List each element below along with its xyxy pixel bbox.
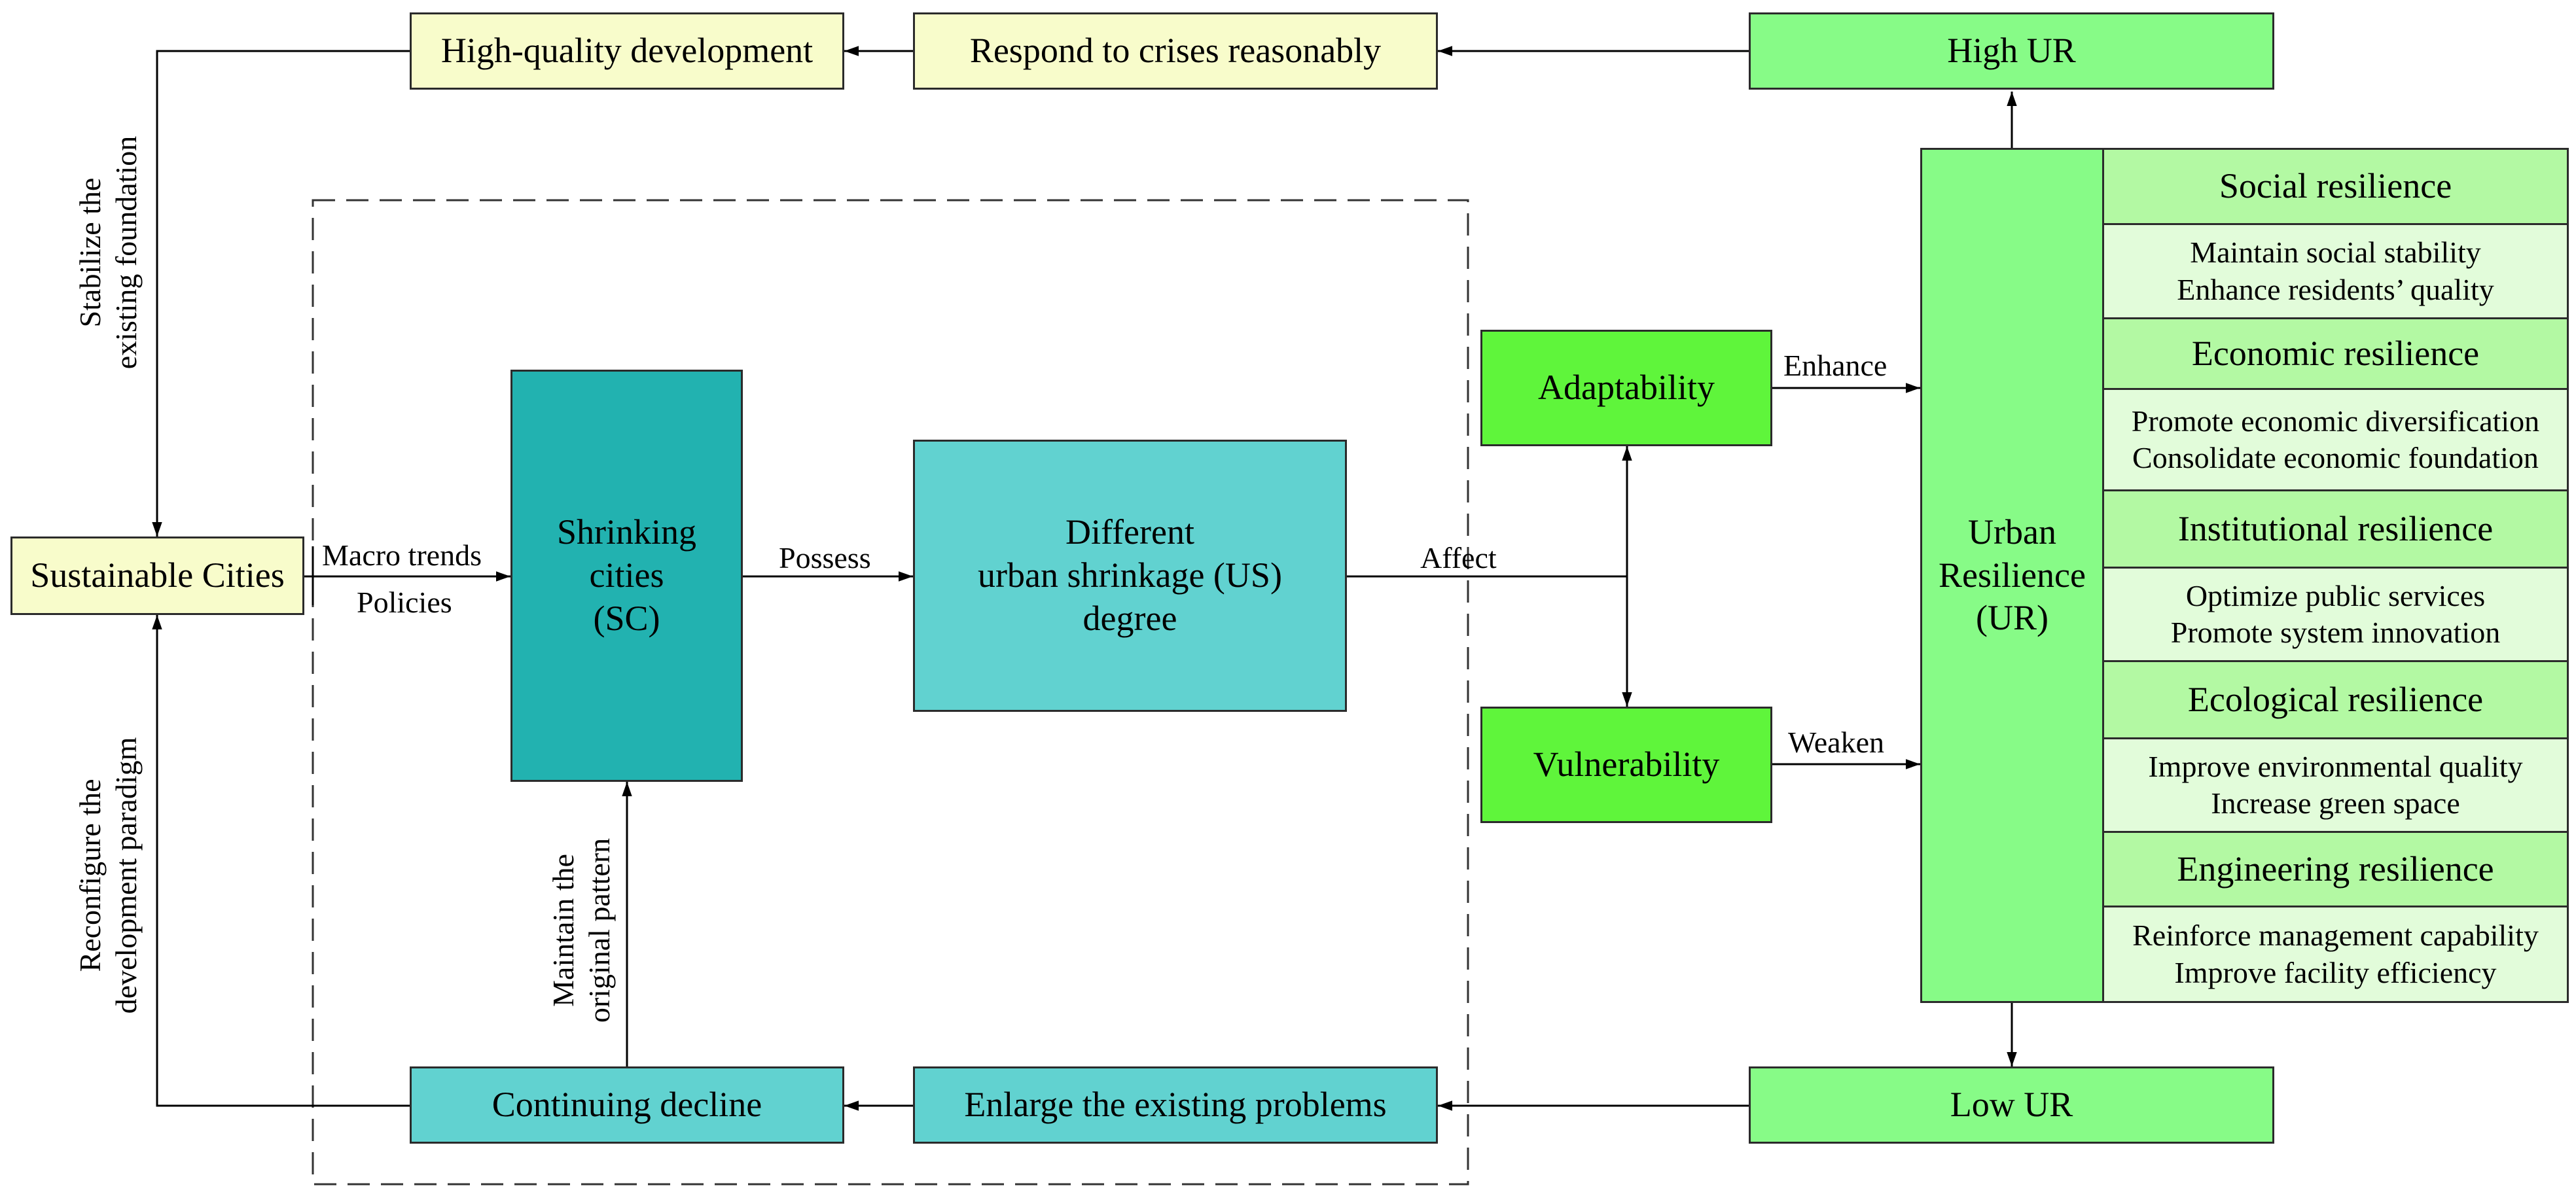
low-ur-label: Low UR	[1950, 1085, 2073, 1125]
stabilize-foundation-label: Stabilize the existing foundation	[73, 135, 143, 370]
macro-trends-label: Macro trends	[322, 538, 482, 572]
dashed-group-boundary	[312, 199, 1469, 1186]
economic-resilience-title: Economic resilience	[2102, 317, 2569, 390]
high-ur-box: High UR	[1749, 12, 2274, 90]
policies-label: Policies	[357, 586, 452, 619]
list-item: Improve facility efficiency	[2174, 955, 2497, 989]
respond-to-crises-label: Respond to crises reasonably	[969, 31, 1382, 71]
vulnerability-box: Vulnerability	[1480, 707, 1772, 823]
arrow-highquality-to-sustainable	[152, 50, 410, 536]
list-item: Improve environmental quality	[2148, 749, 2523, 783]
urban-resilience-box: Urban Resilience (UR)	[1920, 148, 2104, 1003]
list-item: Optimize public services	[2185, 578, 2486, 612]
respond-to-crises-box: Respond to crises reasonably	[913, 12, 1438, 90]
economic-resilience-items: Promote economic diversification Consoli…	[2102, 388, 2569, 491]
enlarge-problems-box: Enlarge the existing problems	[913, 1066, 1438, 1144]
sustainable-cities-label: Sustainable Cities	[30, 555, 285, 595]
ecological-resilience-items: Improve environmental quality Increase g…	[2102, 737, 2569, 833]
vulnerability-label: Vulnerability	[1533, 745, 1720, 784]
social-resilience-title: Social resilience	[2102, 148, 2569, 225]
list-item: Consolidate economic foundation	[2132, 441, 2539, 474]
engineering-resilience-title: Engineering resilience	[2102, 831, 2569, 907]
engineering-resilience-items: Reinforce management capability Improve …	[2102, 906, 2569, 1003]
arrow-decline-to-sustainable	[152, 615, 410, 1107]
maintain-pattern-label: Maintain the original pattern	[546, 837, 616, 1023]
list-item: Increase green space	[2211, 786, 2460, 820]
adaptability-box: Adaptability	[1480, 330, 1772, 446]
list-item: Reinforce management capability	[2132, 919, 2539, 953]
high-quality-development-label: High-quality development	[440, 31, 814, 71]
ecological-resilience-title: Ecological resilience	[2102, 660, 2569, 739]
affect-label: Affect	[1420, 541, 1497, 574]
enhance-label: Enhance	[1783, 349, 1887, 382]
list-item: Maintain social stability	[2190, 236, 2481, 270]
weaken-label: Weaken	[1788, 726, 1884, 759]
adaptability-label: Adaptability	[1538, 368, 1715, 408]
low-ur-box: Low UR	[1749, 1066, 2274, 1144]
high-ur-label: High UR	[1947, 31, 2076, 71]
list-item: Enhance residents’ quality	[2177, 272, 2494, 306]
reconfigure-paradigm-label: Reconfigure the development paradigm	[73, 737, 143, 1014]
continuing-decline-label: Continuing decline	[492, 1085, 762, 1125]
enlarge-problems-label: Enlarge the existing problems	[964, 1085, 1387, 1125]
institutional-resilience-items: Optimize public services Promote system …	[2102, 567, 2569, 662]
high-quality-development-box: High-quality development	[410, 12, 844, 90]
social-resilience-items: Maintain social stability Enhance reside…	[2102, 223, 2569, 319]
possess-label: Possess	[779, 541, 871, 574]
institutional-resilience-title: Institutional resilience	[2102, 489, 2569, 569]
shrinking-cities-box: Shrinking cities (SC)	[510, 370, 743, 782]
sustainable-cities-box: Sustainable Cities	[10, 536, 304, 615]
list-item: Promote system innovation	[2170, 616, 2501, 649]
continuing-decline-box: Continuing decline	[410, 1066, 844, 1144]
list-item: Promote economic diversification	[2131, 404, 2540, 438]
different-us-degree-box: Different urban shrinkage (US) degree	[913, 440, 1347, 712]
